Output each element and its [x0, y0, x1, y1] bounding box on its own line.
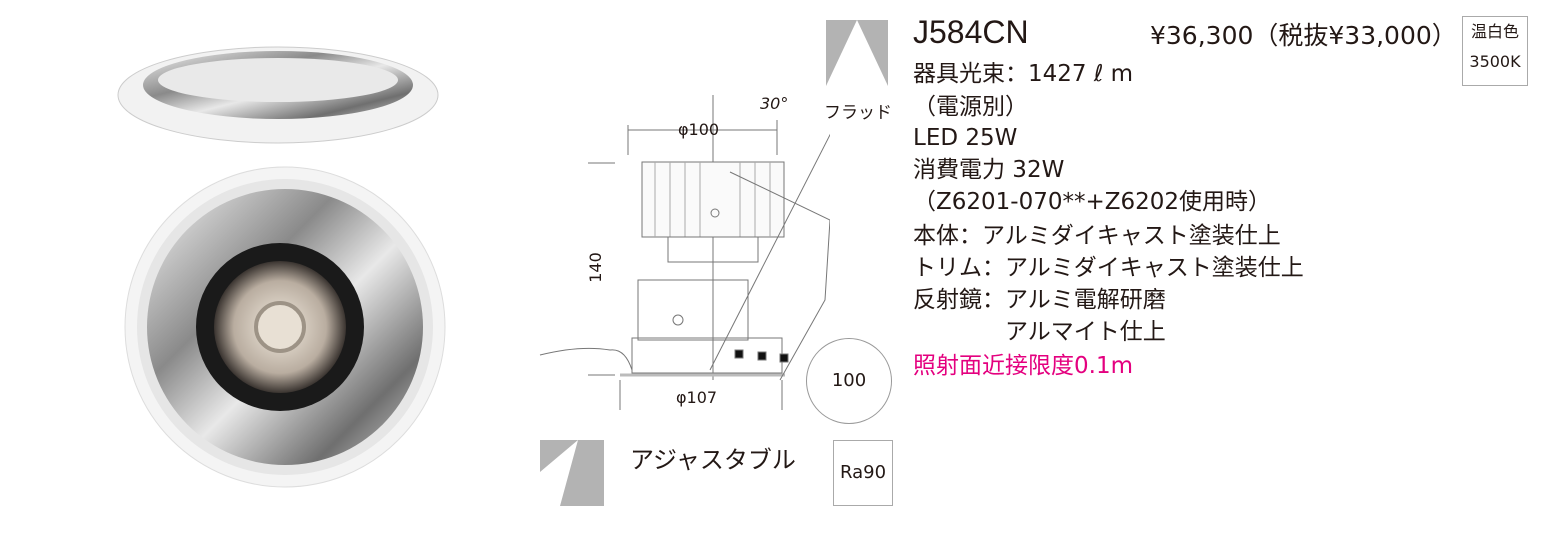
spec-line: （Z6201-070**+Z6202使用時）: [913, 189, 1272, 215]
color-name: 温白色: [1470, 22, 1519, 41]
adjustable-icon: [540, 440, 604, 506]
spec-line: LED 25W: [913, 125, 1018, 151]
dimension-drawing: [539, 95, 830, 410]
tilt-angle-label: 30°: [760, 94, 789, 113]
color-temp: 3500K: [1469, 52, 1521, 71]
ra-badge: Ra90: [833, 440, 893, 506]
spec-line: 器具光束：1427 ℓ m: [913, 61, 1134, 87]
spec-line: トリム：アルミダイキャスト塗装仕上: [913, 255, 1304, 281]
ra-label: Ra90: [839, 462, 887, 483]
spec-line: 消費電力 32W: [913, 157, 1065, 183]
bottom-diameter-label: φ107: [676, 388, 718, 407]
top-diameter-label: φ100: [678, 120, 720, 139]
product-photo: [117, 46, 446, 488]
proximity-note: 照射面近接限度0.1m: [913, 353, 1133, 379]
cutout-label: 100: [831, 370, 867, 391]
height-label: 140: [585, 252, 605, 283]
flood-beam-icon: [826, 20, 888, 86]
model-number: J584CN: [913, 14, 1029, 50]
adjustable-label: アジャスタブル: [630, 446, 796, 474]
color-temperature-badge: 温白色 3500K: [1462, 16, 1528, 86]
spec-line: アルマイト仕上: [913, 319, 1166, 345]
spec-line: （電源別）: [913, 94, 1028, 120]
spec-line: 反射鏡：アルミ電解研磨: [913, 287, 1166, 313]
beam-type-label: フラッド: [824, 103, 892, 123]
price: ¥36,300（税抜¥33,000）: [1150, 21, 1457, 50]
cutout-diameter: 100: [806, 338, 892, 424]
spec-line: 本体：アルミダイキャスト塗装仕上: [913, 223, 1281, 249]
